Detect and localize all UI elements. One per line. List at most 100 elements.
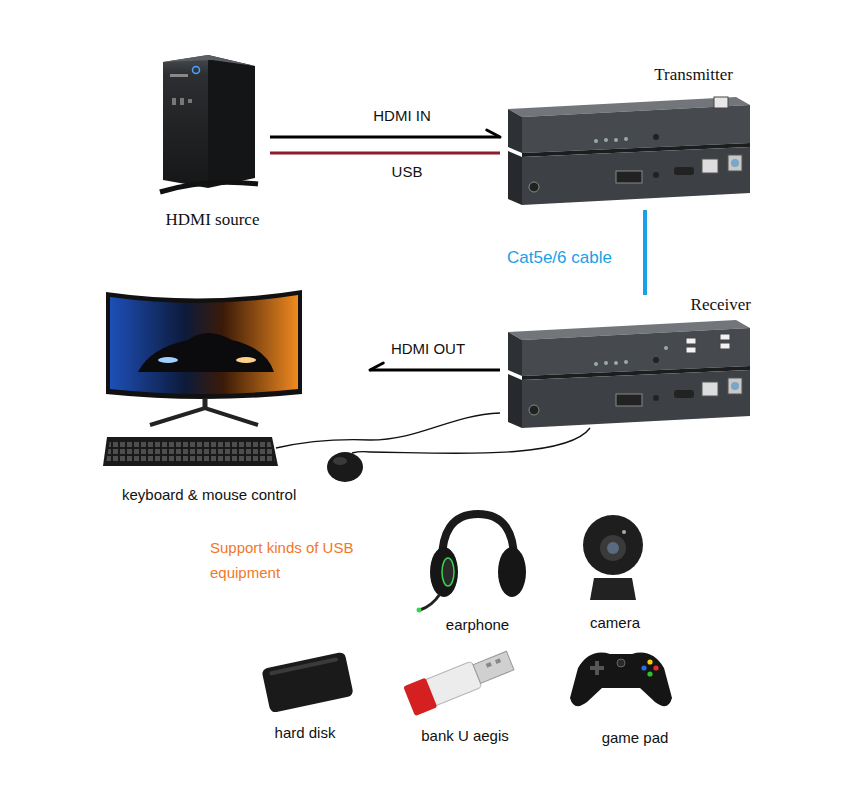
usb-stick-part [403,678,437,717]
camera-part [607,542,619,554]
pc-tower-part [180,98,184,105]
pc-tower-part [188,99,192,103]
arrow-head [487,130,500,137]
receiver-device-part [686,347,696,353]
connector-line [370,428,590,453]
connector-line [270,136,500,139]
connector-line [370,413,500,440]
receiver-device-part [686,338,696,344]
device-node: hard disk [250,648,360,743]
connector [370,363,500,370]
pc-tower-part [163,55,255,66]
pc-tower-part [170,74,188,77]
receiver-device [508,320,750,428]
camera-part [622,530,626,534]
headphone-part [420,594,440,610]
node-label: camera [590,613,640,633]
device-node: bank U aegis [400,643,530,746]
pc-tower-part [163,55,208,188]
monitor-part [158,357,178,363]
connector [270,130,500,137]
connector [370,428,590,453]
receiver-node: Receiver [500,295,755,428]
device-node: camera [565,505,665,633]
arrow-head [370,363,383,370]
usb-stick-part [473,651,514,683]
usb-stick-part [486,662,492,668]
node-label: hard disk [275,723,336,743]
monitor-part [236,357,256,363]
connector [270,153,500,154]
camera [583,515,643,600]
transmitter-device-part [508,97,750,205]
mouse-part [327,452,363,482]
workstation-node: keyboard & mouse control [100,285,370,505]
edge-label: USB [390,163,425,181]
headphone-part [442,558,454,586]
node-label: HDMI source [166,210,260,230]
node-label: keyboard & mouse control [122,485,296,505]
game-pad [570,653,672,707]
device-node: game pad [565,640,705,748]
mouse [327,452,363,482]
device-node: earphone [420,505,535,635]
connector [370,413,500,440]
game-pad-part [641,665,646,670]
headphone-part [417,608,422,613]
game-pad-part [647,671,652,676]
hard-disk-part [261,652,353,714]
connector-line [270,152,500,155]
keyboard [103,437,278,466]
usb-stick-part [495,658,501,664]
receiver-device-part [720,334,730,340]
keyboard-part [103,437,278,466]
receiver-device-part [508,320,750,428]
transmitter-device-part [714,97,728,108]
receiver-device-part [720,343,730,349]
hard-disk-part [269,657,338,675]
headphone [417,514,527,613]
monitor-part [150,408,258,425]
pc-tower-part [193,67,200,74]
pc-tower-part [172,98,176,105]
headphone-part [498,547,526,597]
wire-stub-part [276,440,370,448]
keyboard-part [106,440,275,463]
wire-stub [276,440,370,453]
camera-part [590,578,636,600]
transmitter-node: Transmitter [500,65,755,210]
wire-stub-part [352,452,370,453]
node-label: Receiver [691,295,751,315]
node-label: game pad [602,728,669,748]
monitor-part [110,295,298,394]
edge-label: HDMI OUT [389,340,467,358]
connector-line [643,210,647,295]
mouse-part [333,457,347,465]
connector [645,210,646,295]
node-label: Transmitter [654,65,733,85]
connector-line [370,369,500,372]
note-label: Support kinds of USB equipment [210,535,388,585]
edge-label: Cat5e/6 cable [505,249,614,267]
pc-tower [160,55,258,192]
pc-tower-part [160,182,258,192]
receiver-device-part [664,346,668,350]
monitor [106,290,302,425]
pc-node: HDMI source [155,45,270,230]
game-pad-part [617,659,625,667]
camera-part [600,535,626,561]
node-label: bank U aegis [421,726,509,746]
usb-stick [403,646,516,717]
transmitter-device [508,97,750,205]
game-pad-part [653,665,658,670]
camera-part [583,515,643,575]
monitor-part [138,333,274,372]
monitor-part [106,290,302,399]
game-pad-part [595,661,599,675]
headphone-part [430,547,458,597]
game-pad-part [647,659,652,664]
pc-tower-part [208,55,255,188]
hard-disk [261,652,353,714]
node-label: earphone [446,615,509,635]
